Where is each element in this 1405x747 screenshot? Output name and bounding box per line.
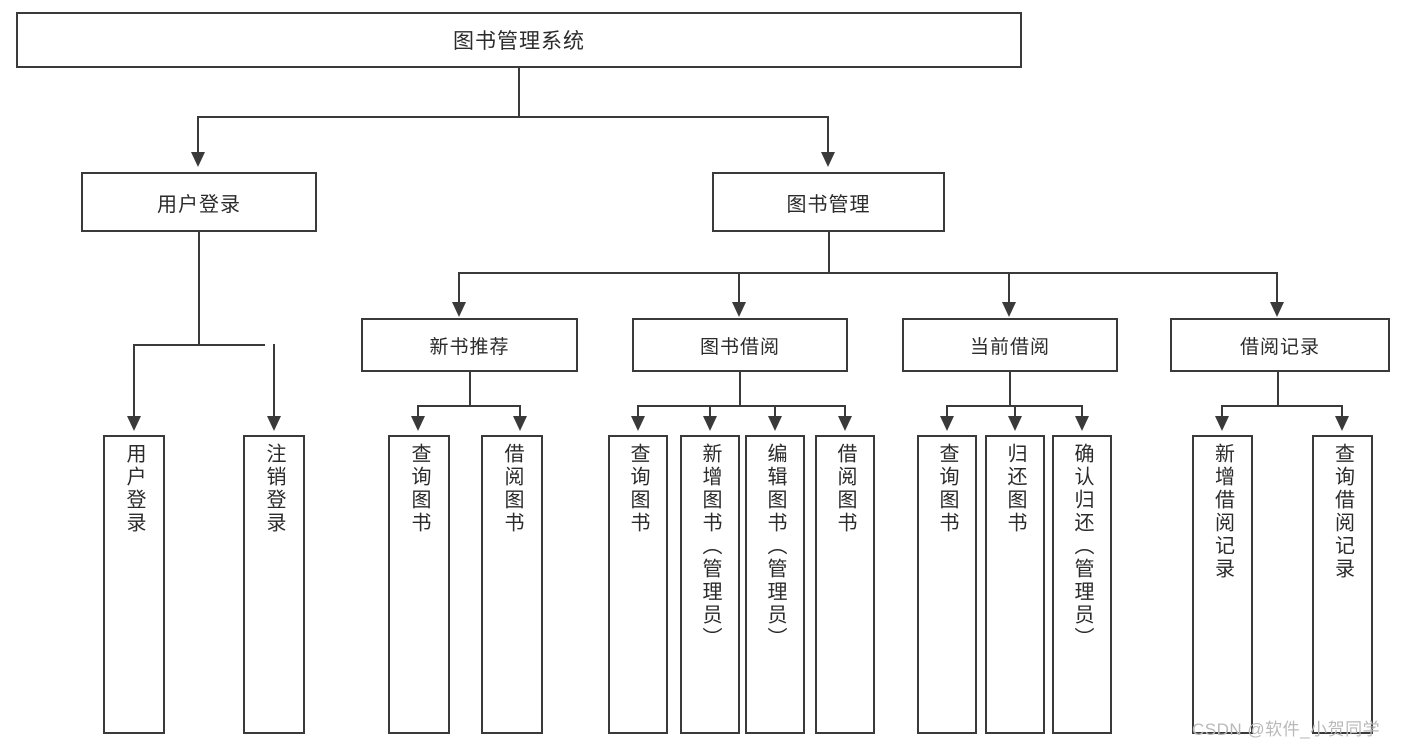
node-new-book-recommend[interactable]: 新书推荐 [361,318,578,372]
connector-borrow-record-leaf2 [1341,405,1343,418]
node-book-borrow[interactable]: 图书借阅 [632,318,848,372]
arrowhead-book-borrow [732,302,746,317]
connector-current-borrow-leaf2 [1014,405,1016,418]
node-current-borrow[interactable]: 当前借阅 [902,318,1118,372]
leaf-logout-label: 注销登录 [263,443,285,535]
node-user-login-label: 用户登录 [157,193,241,216]
node-borrow-record[interactable]: 借阅记录 [1170,318,1390,372]
arrowhead-leaf-confirm-return [1075,416,1089,431]
connector-current-borrow-leaf1 [946,405,948,418]
connector-to-current-borrow [1008,272,1010,304]
arrowhead-leaf-return-book [1008,416,1022,431]
leaf-return-book[interactable]: 归还图书 [985,435,1045,734]
leaf-query-book-current-label: 查询图书 [936,443,958,535]
leaf-return-book-label: 归还图书 [1004,443,1026,535]
node-root-system[interactable]: 图书管理系统 [16,12,1022,68]
connector-to-book-borrow [738,272,740,304]
node-current-borrow-label: 当前借阅 [969,336,1050,358]
connector-book-borrow-leaf1 [637,405,639,418]
connector-new-book-trunk [469,372,471,406]
connector-to-new-book [458,272,460,304]
node-book-borrow-label: 图书借阅 [699,336,780,358]
arrowhead-user-login [191,152,205,167]
leaf-add-book-label: 新增图书（管理员） [699,443,721,650]
leaf-query-book-new[interactable]: 查询图书 [388,435,450,734]
arrowhead-leaf-add-book [703,416,717,431]
connector-borrow-record-hub [1221,405,1342,407]
arrowhead-leaf-user-login [127,416,141,431]
arrowhead-current-borrow [1002,302,1016,317]
node-book-management-label: 图书管理 [786,193,871,216]
leaf-query-borrow-record[interactable]: 查询借阅记录 [1312,435,1373,734]
connector-book-borrow-leaf4 [844,405,846,418]
arrowhead-book-manage [821,152,835,167]
leaf-query-book-new-label: 查询图书 [408,443,430,535]
connector-current-borrow-leaf3 [1081,405,1083,418]
arrowhead-leaf-logout [267,416,281,431]
arrowhead-leaf-edit-book [768,416,782,431]
connector-current-borrow-trunk [1009,372,1011,406]
connector-borrow-record-leaf1 [1221,405,1223,418]
leaf-confirm-return-label: 确认归还（管理员） [1071,443,1093,650]
leaf-add-borrow-record[interactable]: 新增借阅记录 [1192,435,1253,734]
connector-new-book-leaf1 [417,405,419,418]
connector-book-borrow-leaf2 [709,405,711,418]
connector-user-login-leaf1 [133,344,135,418]
arrowhead-borrow-record [1270,302,1284,317]
leaf-edit-book[interactable]: 编辑图书（管理员） [745,435,805,734]
arrowhead-leaf-query-book-2 [631,416,645,431]
connector-book-borrow-trunk [739,372,741,406]
leaf-user-login[interactable]: 用户登录 [103,435,165,734]
arrowhead-leaf-query-book-3 [940,416,954,431]
connector-user-login-trunk [198,232,200,345]
leaf-user-login-label: 用户登录 [123,443,145,535]
leaf-borrow-book-new-label: 借阅图书 [501,443,523,535]
leaf-add-book[interactable]: 新增图书（管理员） [680,435,740,734]
leaf-query-book-borrow[interactable]: 查询图书 [608,435,668,734]
arrowhead-leaf-add-record [1215,416,1229,431]
node-new-book-recommend-label: 新书推荐 [429,336,510,358]
connector-to-borrow-record [1276,272,1278,304]
leaf-query-book-borrow-label: 查询图书 [627,443,649,535]
leaf-query-borrow-record-label: 查询借阅记录 [1331,443,1354,581]
connector-user-login-leaf2 [273,344,275,418]
arrowhead-new-book [452,302,466,317]
leaf-confirm-return[interactable]: 确认归还（管理员） [1052,435,1112,734]
arrowhead-leaf-borrow-book-2 [838,416,852,431]
arrowhead-leaf-query-record [1335,416,1349,431]
node-user-login[interactable]: 用户登录 [81,172,317,232]
connector-new-book-leaf2 [519,405,521,418]
leaf-query-book-current[interactable]: 查询图书 [917,435,977,734]
leaf-logout[interactable]: 注销登录 [243,435,305,734]
connector-root-trunk [518,68,520,117]
leaf-borrow-book[interactable]: 借阅图书 [815,435,875,734]
leaf-add-borrow-record-label: 新增借阅记录 [1211,443,1234,581]
node-borrow-record-label: 借阅记录 [1239,336,1320,358]
leaf-borrow-book-label: 借阅图书 [834,443,856,535]
connector-borrow-record-trunk [1277,372,1279,406]
node-book-management[interactable]: 图书管理 [712,172,945,232]
leaf-borrow-book-new[interactable]: 借阅图书 [481,435,543,734]
connector-level3-hub [458,272,1278,274]
connector-new-book-hub [417,405,521,407]
connector-book-manage-trunk [828,232,830,273]
connector-book-borrow-hub [637,405,845,407]
arrowhead-leaf-query-book-1 [411,416,425,431]
connector-user-login-hub [133,344,265,346]
connector-book-borrow-leaf3 [774,405,776,418]
leaf-edit-book-label: 编辑图书（管理员） [764,443,786,650]
connector-to-book-manage [827,116,829,154]
node-root-label: 图书管理系统 [453,30,585,53]
connector-to-user-login [197,116,199,154]
arrowhead-leaf-borrow-book-1 [513,416,527,431]
connector-level2-hub [197,116,829,118]
